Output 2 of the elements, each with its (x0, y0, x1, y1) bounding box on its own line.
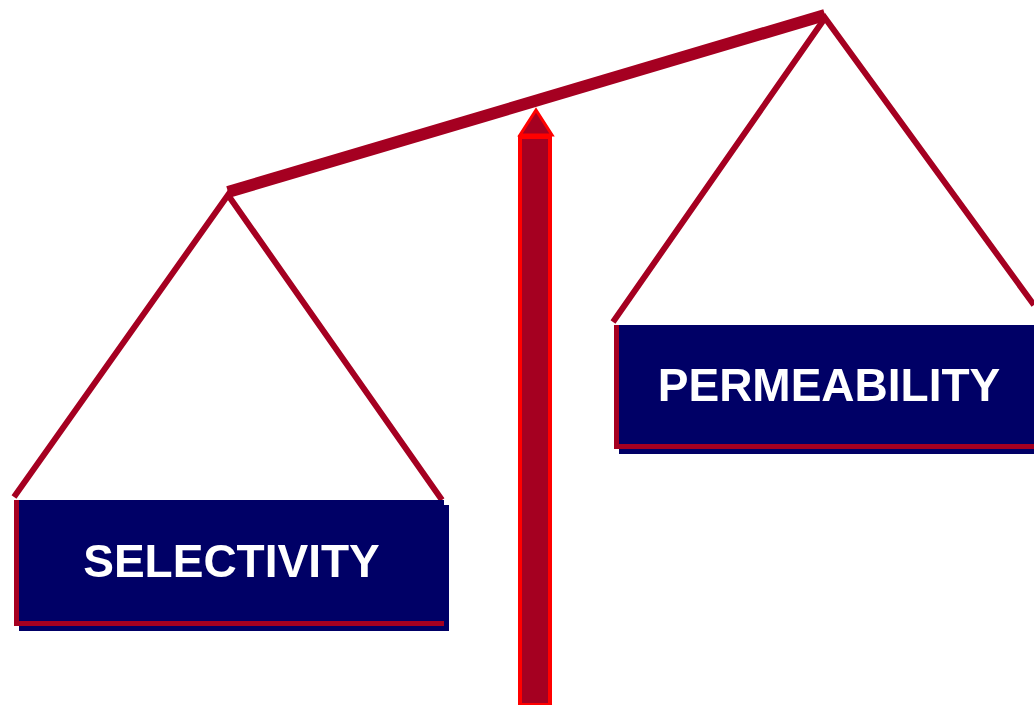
pan-label: SELECTIVITY (83, 533, 380, 588)
pan-label: PERMEABILITY (657, 357, 1001, 412)
